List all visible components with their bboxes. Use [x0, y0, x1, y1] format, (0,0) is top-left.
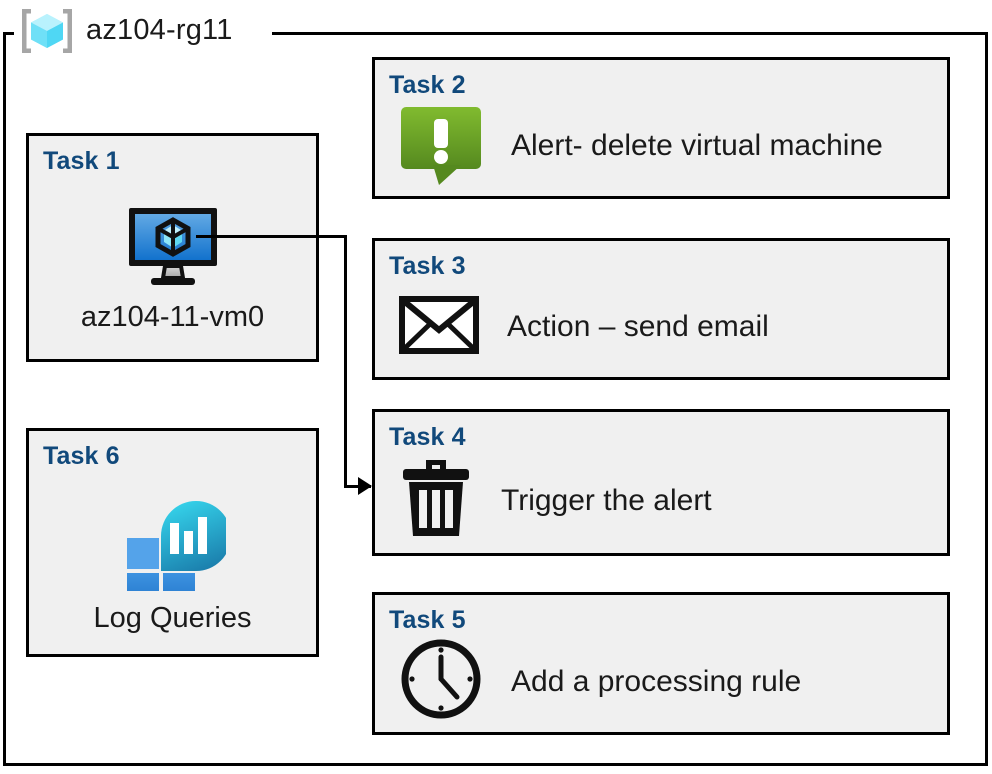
- alert-bubble-icon: [399, 103, 483, 190]
- task-1-label: Task 1: [43, 147, 120, 175]
- task-5-label: Task 5: [389, 606, 466, 634]
- task-5-body: Add a processing rule: [399, 635, 937, 728]
- resource-group-name: az104-rg11: [86, 13, 233, 46]
- task-4-body: Trigger the alert: [399, 452, 937, 549]
- task-4-caption: Trigger the alert: [501, 483, 712, 517]
- task-6-caption: Log Queries: [93, 601, 252, 634]
- virtual-machine-icon: [125, 204, 221, 295]
- resource-group-header: az104-rg11: [14, 2, 241, 60]
- task-2-label: Task 2: [389, 71, 466, 99]
- envelope-icon: [399, 295, 479, 359]
- clock-icon: [399, 637, 483, 726]
- connector-horizontal-top: [196, 235, 347, 238]
- task-4-card[interactable]: Task 4 Trigger the alert: [372, 409, 950, 556]
- resource-group-cube-icon: [18, 5, 76, 57]
- task-2-card[interactable]: Task 2 Alert- delete virtual machin: [372, 57, 950, 199]
- resource-group-frame-top-right: [272, 32, 988, 35]
- task-5-caption: Add a processing rule: [511, 664, 802, 698]
- task-6-body: Log Queries: [29, 477, 316, 648]
- resource-group-frame: [3, 32, 988, 766]
- connector-arrowhead-icon: [358, 477, 372, 495]
- resource-group-frame-top-left: [3, 32, 17, 35]
- task-1-caption: az104-11-vm0: [80, 300, 265, 333]
- task-1-body: az104-11-vm0: [29, 182, 316, 353]
- task-3-caption: Action – send email: [507, 310, 769, 343]
- trash-can-icon: [399, 456, 473, 545]
- task-6-label: Task 6: [43, 442, 120, 470]
- task-1-card[interactable]: Task 1: [26, 133, 319, 362]
- task-3-label: Task 3: [389, 252, 466, 280]
- connector-vertical: [344, 235, 347, 487]
- task-2-caption: Alert- delete virtual machine: [511, 129, 883, 162]
- log-analytics-icon: [120, 493, 231, 604]
- connector-horizontal-bottom: [344, 485, 371, 488]
- task-6-card[interactable]: Task 6: [26, 428, 319, 657]
- task-3-card[interactable]: Task 3 Action – send email: [372, 238, 950, 380]
- task-2-body: Alert- delete virtual machine: [399, 100, 937, 192]
- task-5-card[interactable]: Task 5 Add a processing rule: [372, 592, 950, 735]
- task-3-body: Action – send email: [399, 281, 937, 373]
- task-4-label: Task 4: [389, 423, 466, 451]
